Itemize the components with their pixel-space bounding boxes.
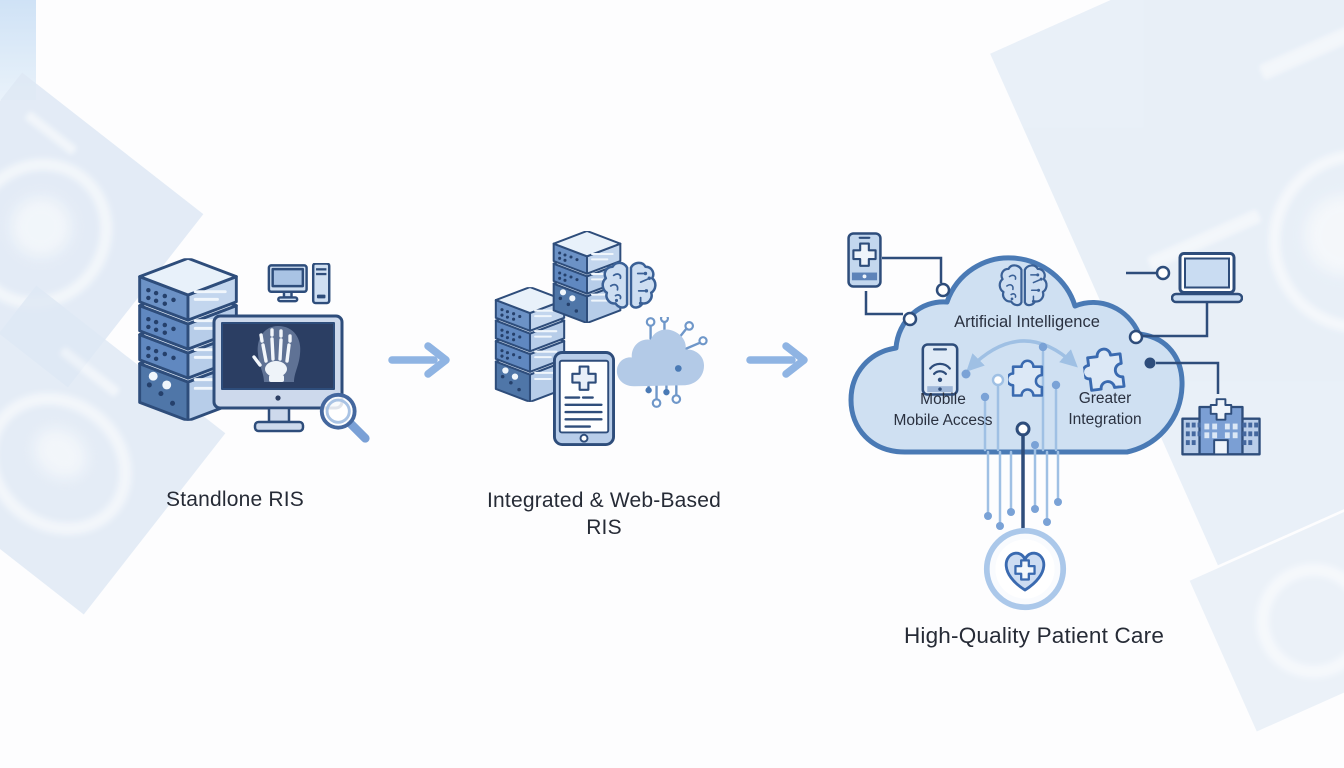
magnifier-icon <box>315 388 373 446</box>
mobile-access-label: Mobile Mobile Access <box>878 390 1008 431</box>
heart-cross-icon <box>982 526 1068 612</box>
mobile-label-line2: Mobile Access <box>893 411 993 429</box>
outcome-label-text: High-Quality Patient Care <box>903 623 1165 648</box>
ai-label: Artificial Intelligence <box>937 313 1117 332</box>
ai-label-text: Artificial Intelligence <box>954 313 1100 331</box>
right-arrow-icon <box>744 340 816 380</box>
outcome-label: High-Quality Patient Care <box>884 623 1184 649</box>
puzzle-piece-icon <box>1080 338 1136 394</box>
desktop-computer-icon <box>267 263 333 313</box>
right-arrow-icon <box>386 340 458 380</box>
stage2-label-line1: Integrated & Web-Based <box>487 489 721 512</box>
mobile-label-line1: Mobile <box>920 391 966 408</box>
wifi-phone-icon <box>921 343 959 396</box>
network-cloud-icon <box>613 317 708 408</box>
stage1-label-text: Standlone RIS <box>165 488 305 511</box>
xray-monitor-icon <box>212 314 346 436</box>
stage2-label-line2: RIS <box>586 516 622 539</box>
brain-ai-icon <box>998 262 1050 310</box>
laptop-icon <box>1171 252 1243 304</box>
medical-smartphone-icon <box>847 232 882 288</box>
brain-icon <box>601 259 659 313</box>
integration-label-line1: Greater <box>1078 390 1132 407</box>
medical-tablet-icon <box>553 351 615 446</box>
stage1-label: Standlone RIS <box>85 486 385 513</box>
greater-integration-label: Greater Integration <box>1040 389 1170 430</box>
stage2-label: Integrated & Web-Based RIS <box>454 487 754 541</box>
hospital-icon <box>1181 397 1261 456</box>
integration-label-line2: Integration <box>1068 410 1142 428</box>
